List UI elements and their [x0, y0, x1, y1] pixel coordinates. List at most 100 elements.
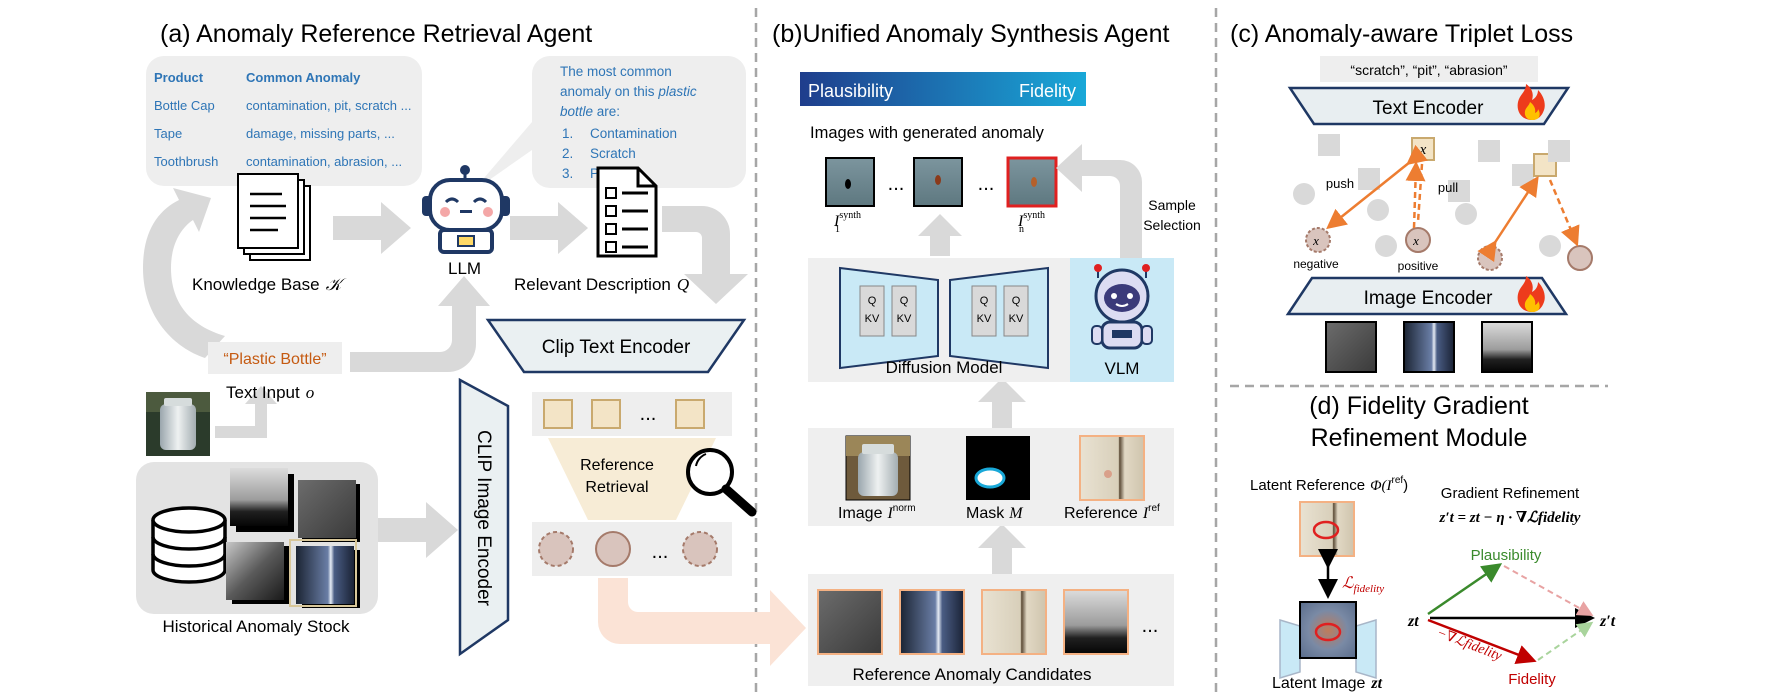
embedding-ellipsis: ...: [652, 541, 669, 563]
fidelity-sub: fidelity: [1354, 583, 1385, 595]
text-token: [591, 399, 621, 429]
image-embedding: [1477, 245, 1503, 271]
retrieval-funnel: [548, 438, 716, 520]
diffusion-unet-encoder: [839, 266, 939, 370]
clip-image-encoder: [458, 377, 510, 657]
diffusion-unet-decoder: [949, 266, 1049, 370]
table-cell: Toothbrush: [154, 154, 218, 169]
fidelity-bar-label: Fidelity: [1019, 81, 1076, 101]
dashed-to-result: [1537, 621, 1594, 661]
image-encoder: [1285, 276, 1569, 316]
table-cell: damage, missing parts, ...: [246, 126, 395, 141]
synth-sup: synth: [1023, 210, 1045, 221]
image-embedding: [1567, 245, 1593, 271]
i-symbol: I: [1017, 213, 1024, 230]
anomaly-stock-images: [226, 468, 360, 608]
positive-x: x: [1412, 233, 1419, 248]
generated-images: [825, 156, 1058, 208]
desc-text: Relevant Description: [514, 275, 671, 294]
image-encoder-label: Image Encoder: [1364, 288, 1494, 309]
phi-symbol: Φ(I: [1370, 478, 1392, 494]
arrow-kb-to-llm: [333, 202, 411, 254]
attn-q: Q: [980, 295, 989, 307]
bubble-item: Contamination: [590, 126, 677, 141]
ref-sup: ref: [1392, 475, 1404, 486]
vlm-robot-icon: [1091, 264, 1153, 350]
attn-q: Q: [900, 295, 909, 307]
pull-arrow: [1416, 163, 1424, 223]
latent-reference-image: [1299, 501, 1355, 557]
fidelity-vector-label: Fidelity: [1508, 671, 1556, 688]
bubble-line-part: anomaly on this: [560, 84, 658, 99]
image-embedding: [1455, 203, 1477, 225]
clip-image-encoder-label: CLIP Image Encoder: [473, 430, 494, 607]
o-symbol: o: [306, 383, 315, 402]
table-header-anomaly: Common Anomaly: [246, 70, 361, 85]
bubble-line-em: plastic: [657, 84, 697, 99]
plastic-bottle-chip: [208, 342, 342, 374]
panel-d-title-2: Refinement Module: [1311, 424, 1528, 452]
flow-arrows-a: [143, 188, 748, 558]
diffusion-model-label: Diffusion Model: [886, 358, 1003, 377]
historical-stock-label: Historical Anomaly Stock: [162, 617, 350, 636]
arrow-llm-to-desc: [510, 202, 588, 254]
synth-sup: synth: [839, 210, 861, 221]
gradient-refinement-label: Gradient Refinement: [1441, 485, 1580, 502]
i-symbol: I: [1142, 505, 1149, 522]
attn-q: Q: [868, 295, 877, 307]
llm-label: LLM: [448, 259, 481, 278]
table-cell: Tape: [154, 126, 182, 141]
robot-llm-icon: [422, 165, 510, 254]
in-synth-label: Isynth n: [1017, 210, 1045, 235]
arrow-input-to-llm: [350, 276, 490, 372]
latent-ref-text: Latent Reference: [1250, 477, 1365, 494]
zt-prime-label: z′t: [1599, 613, 1616, 630]
image-embedding: [595, 531, 631, 567]
positive-label: positive: [1398, 259, 1439, 273]
attention-blocks: Q KV Q KV Q KV Q KV: [859, 285, 1029, 337]
bubble-text: The most common anomaly on this plastic …: [560, 64, 697, 181]
plausibility-vector: [1427, 563, 1503, 616]
push-arrow: [1326, 144, 1428, 230]
table-cell: Bottle Cap: [154, 98, 215, 113]
reference-retrieval-label-1: Reference: [580, 457, 654, 474]
reference-text: Reference: [1064, 505, 1138, 522]
zt-symbol: zt: [1370, 675, 1382, 692]
bubble-line: The most common: [560, 64, 672, 79]
arrow-retrieval-to-candidates: [598, 578, 806, 666]
panel-a-title: (a) Anomaly Reference Retrieval Agent: [160, 20, 592, 48]
push-arrow: [1477, 175, 1539, 263]
bubble-item: Scratch: [590, 146, 636, 161]
text-embedding: [1358, 168, 1380, 190]
embedding-scatter: x x x: [1293, 134, 1593, 271]
mask-text: Mask: [966, 505, 1005, 522]
panel-c-title: (c) Anomaly-aware Triplet Loss: [1230, 20, 1573, 48]
reference-retrieval-label-2: Retrieval: [585, 479, 648, 496]
text-token: [675, 399, 705, 429]
generated-ellipsis: ...: [978, 173, 995, 195]
plastic-bottle-text: “Plastic Bottle”: [223, 351, 326, 368]
kb-symbol: 𝒦: [326, 275, 347, 294]
arrow-sample-selection: [1056, 144, 1142, 258]
table-cell: contamination, abrasion, ...: [246, 154, 402, 169]
sub-n: n: [1019, 224, 1024, 235]
flame-icon: [1517, 84, 1545, 120]
description-document-icon: [596, 166, 658, 258]
magnifier-icon: [686, 448, 757, 517]
plausibility-bar-label: Plausibility: [808, 81, 893, 101]
attn-kv: KV: [977, 313, 992, 325]
pull-arrow: [1405, 161, 1426, 229]
panel-b-title: (b)Unified Anomaly Synthesis Agent: [772, 20, 1169, 48]
text-encoder-label: Text Encoder: [1373, 98, 1485, 119]
flame-icon: [1517, 276, 1545, 312]
clip-text-encoder: [485, 318, 747, 374]
image-text: Image: [838, 505, 883, 522]
i-symbol: I: [833, 213, 840, 230]
token-ellipsis: ...: [640, 403, 657, 425]
